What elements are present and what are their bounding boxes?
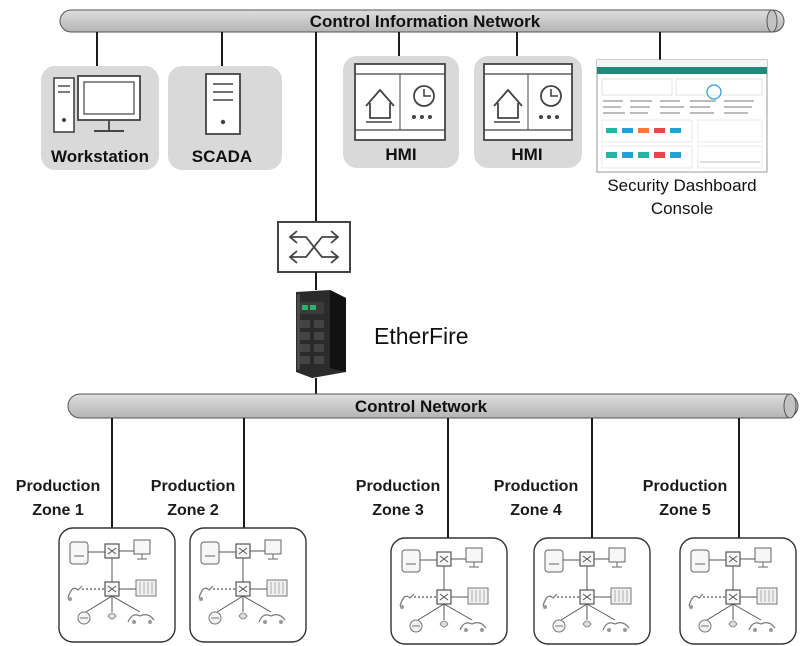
- dashboard-label-line1: Security Dashboard: [607, 176, 756, 195]
- zone-2-box: [189, 527, 307, 643]
- hmi-2-node: [474, 56, 582, 168]
- workstation-label: Workstation: [51, 147, 149, 166]
- security-dashboard-screenshot: [596, 59, 768, 173]
- hmi-icon: [354, 63, 446, 141]
- etherfire-label: EtherFire: [374, 323, 469, 349]
- zone-3-box: [390, 537, 508, 645]
- zone-1-label-line2: Zone 1: [32, 502, 84, 519]
- zone-4-label-line1: Production: [494, 478, 578, 495]
- scada-label: SCADA: [192, 147, 252, 166]
- dashboard-label-line2: Console: [651, 199, 713, 218]
- workstation-node: [41, 66, 159, 170]
- server-icon: [205, 73, 241, 135]
- hmi-2-label: HMI: [511, 145, 542, 164]
- zone-5-box: [679, 537, 797, 645]
- zone-3-label-line2: Zone 3: [372, 502, 424, 519]
- bottom-bus-drops: [111, 418, 740, 538]
- top-bus-drops: [96, 32, 661, 222]
- hmi-icon: [483, 63, 573, 141]
- zone-1-box: [58, 527, 176, 643]
- zone-2-label-line1: Production: [151, 478, 235, 495]
- zone-2-label-line2: Zone 2: [167, 502, 219, 519]
- zone-3-label-line1: Production: [356, 478, 440, 495]
- control-network-label: Control Network: [355, 397, 488, 416]
- control-information-network-label: Control Information Network: [310, 12, 541, 31]
- etherfire-device: [296, 290, 346, 378]
- hmi-1-label: HMI: [385, 145, 416, 164]
- control-network-bus: [67, 393, 799, 419]
- workstation-icon: [53, 75, 141, 133]
- control-information-network-bus: [59, 9, 785, 33]
- hmi-1-node: [343, 56, 459, 168]
- zone-4-label-line2: Zone 4: [510, 502, 562, 519]
- zone-5-label-line1: Production: [643, 478, 727, 495]
- scada-node: [168, 66, 282, 170]
- zone-5-label-line2: Zone 5: [659, 502, 711, 519]
- zone-4-box: [533, 537, 651, 645]
- switch-icon: [277, 221, 351, 273]
- zone-1-label-line1: Production: [16, 478, 100, 495]
